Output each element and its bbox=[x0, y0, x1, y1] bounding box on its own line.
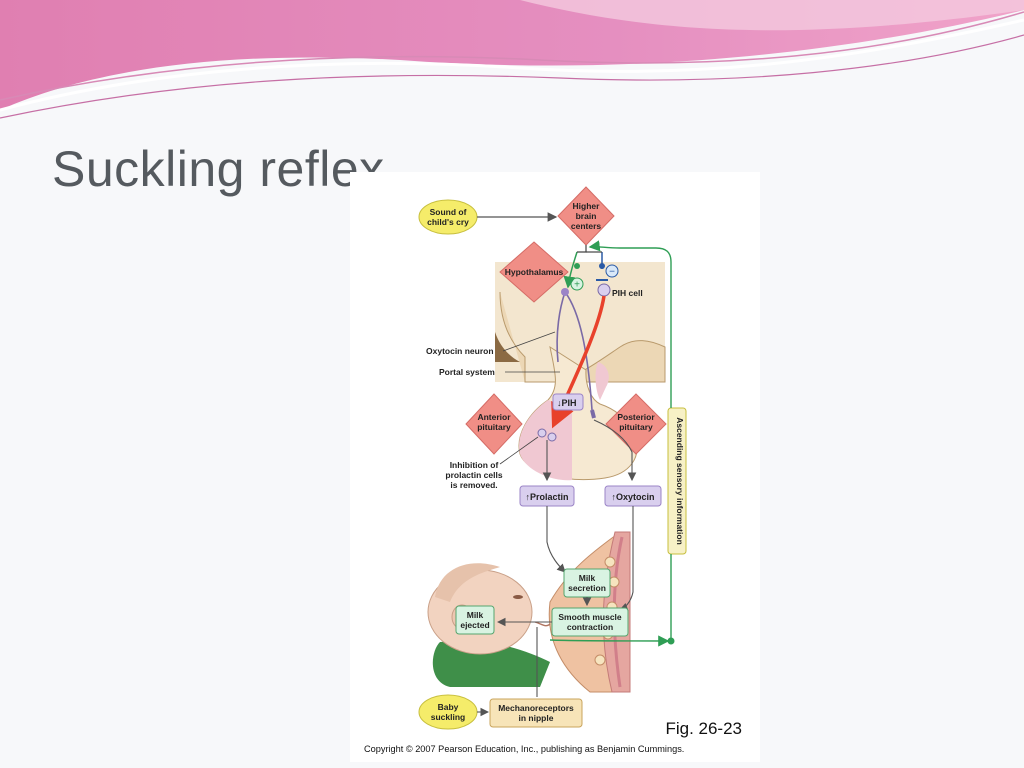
stimulation-plus-icon: + bbox=[570, 277, 584, 291]
ascending-sensory-bar: Ascending sensory information bbox=[667, 407, 687, 555]
svg-text:+: + bbox=[574, 280, 580, 291]
oxytocin-neuron-axon bbox=[556, 291, 566, 363]
oxytocin-neuron-label: Oxytocin neuron bbox=[426, 346, 494, 356]
svg-text:↑Oxytocin: ↑Oxytocin bbox=[611, 492, 654, 502]
inhibition-minus-icon: − bbox=[605, 264, 619, 278]
oxytocin-neuron-body bbox=[561, 288, 569, 296]
pih-cell-label: PIH cell bbox=[612, 288, 643, 298]
svg-text:Ascending sensory information: Ascending sensory information bbox=[675, 417, 685, 545]
copyright-notice: Copyright © 2007 Pearson Education, Inc.… bbox=[364, 744, 684, 754]
svg-text:↓PIH: ↓PIH bbox=[557, 398, 577, 408]
hypothalamus-node: Hypothalamus bbox=[499, 241, 569, 303]
pih-box: ↓PIH bbox=[552, 393, 584, 411]
svg-text:Hypothalamus: Hypothalamus bbox=[505, 267, 564, 277]
svg-text:↑Prolactin: ↑Prolactin bbox=[525, 492, 568, 502]
prolactin-box: ↑Prolactin bbox=[519, 485, 575, 507]
pih-cell bbox=[597, 283, 611, 297]
baby-illustration bbox=[427, 563, 551, 687]
figure-number: Fig. 26-23 bbox=[665, 719, 742, 738]
oxytocin-box: ↑Oxytocin bbox=[604, 485, 662, 507]
decorative-banner bbox=[0, 0, 1024, 119]
svg-text:−: − bbox=[609, 267, 615, 278]
slide-title: Suckling reflex bbox=[52, 141, 385, 197]
portal-system-label: Portal system bbox=[439, 367, 495, 377]
